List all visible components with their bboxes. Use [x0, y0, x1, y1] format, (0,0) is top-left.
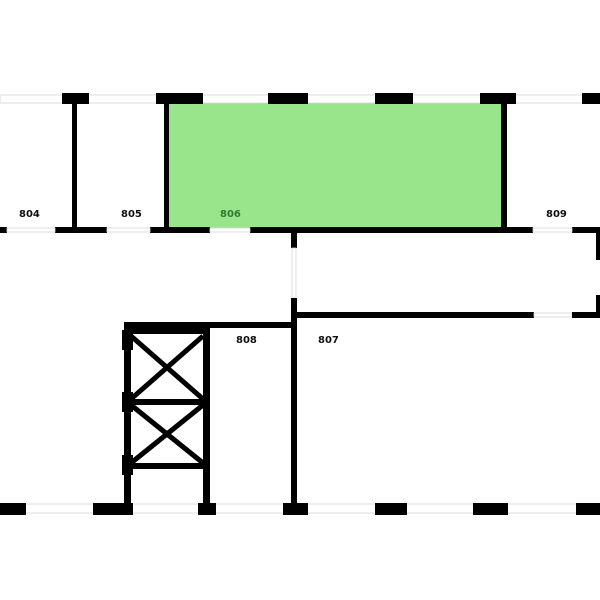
wall-right-upper: [596, 232, 600, 260]
wall-pier: [93, 503, 133, 515]
wall-805-806: [164, 100, 169, 230]
wall-804-805: [72, 100, 77, 230]
wall-pier: [198, 503, 216, 515]
wall-808-north: [205, 322, 295, 328]
stair-wall-top: [124, 322, 210, 334]
stair-wall-left-thick: [122, 455, 133, 475]
stair-landing: [124, 399, 210, 405]
room-label-806: 806: [220, 209, 241, 220]
wall-pier: [480, 93, 516, 104]
wall-806-809: [501, 100, 507, 230]
stair-wall-left-thick: [122, 330, 133, 350]
wall-pier: [576, 503, 600, 515]
wall-segment: [55, 227, 107, 233]
wall-pier: [582, 93, 600, 104]
stair-wall-left-thick: [122, 392, 133, 412]
wall-807-north: [291, 312, 534, 318]
stair-wall-right: [203, 322, 210, 512]
room-label-808: 808: [236, 335, 257, 346]
room-808-area[interactable]: [210, 327, 290, 505]
wall-pier: [62, 93, 89, 104]
door-opening: [209, 227, 251, 233]
door-opening: [6, 227, 56, 233]
central-wall-lower: [291, 298, 297, 510]
wall-807-north-end: [572, 312, 600, 318]
wall-pier: [156, 93, 203, 104]
central-wall-upper: [291, 232, 297, 248]
stairwell: [122, 322, 210, 512]
wall-pier: [375, 503, 407, 515]
wall-segment: [572, 227, 600, 233]
room-807-area[interactable]: [297, 318, 600, 505]
wall-segment: [0, 227, 7, 233]
wall-right-lower: [596, 295, 600, 317]
stair-wall-left: [124, 322, 131, 512]
top-exterior-wall: [0, 93, 600, 104]
room-label-804: 804: [19, 209, 40, 220]
room-label-807: 807: [318, 335, 339, 346]
door-opening: [106, 227, 151, 233]
wall-pier: [0, 503, 26, 515]
wall-pier: [283, 503, 308, 515]
room-label-805: 805: [121, 209, 142, 220]
room-label-809: 809: [546, 209, 567, 220]
door-opening: [532, 227, 573, 233]
stairwell-cross-icon: [129, 334, 205, 465]
bottom-exterior-wall: [0, 503, 600, 515]
wall-pier: [268, 93, 308, 104]
door-opening: [291, 247, 297, 299]
door-opening: [533, 312, 573, 318]
wall-pier: [473, 503, 508, 515]
room-806-area[interactable]: [168, 103, 502, 228]
wall-segment: [150, 227, 210, 233]
wall-pier: [375, 93, 413, 104]
stair-wall-bottom: [124, 463, 210, 469]
corridor-north-wall: [0, 227, 600, 233]
wall-segment: [250, 227, 533, 233]
